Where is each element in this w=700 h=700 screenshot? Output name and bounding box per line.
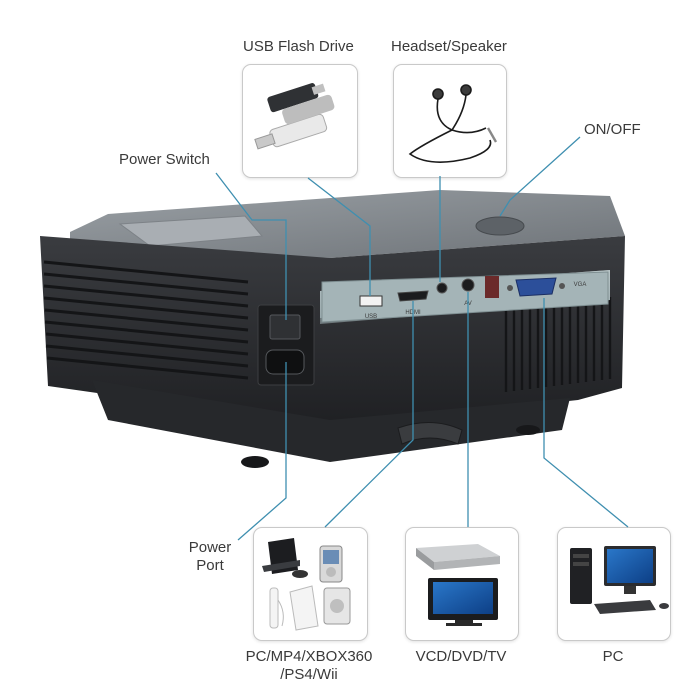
right-vents — [504, 297, 612, 392]
hdmi-port — [397, 290, 429, 302]
label-headset-speaker: Headset/Speaker — [391, 38, 507, 55]
dvd-tv-icon — [416, 544, 500, 626]
on-off-button — [475, 216, 525, 236]
label-pc: PC — [602, 648, 624, 665]
label-on-off: ON/OFF — [584, 121, 641, 138]
connector-lines — [215, 136, 629, 541]
power-port-socket — [265, 349, 305, 375]
label-vcd-dvd-tv: VCD/DVD/TV — [415, 648, 507, 665]
left-vents — [43, 260, 249, 380]
headset-icon — [408, 84, 498, 163]
label-usb-flash-drive: USB Flash Drive — [243, 38, 354, 55]
audio-jack — [436, 282, 448, 294]
label-power-port-line2: Port — [196, 557, 224, 574]
power-switch-rocker — [269, 314, 301, 340]
projector — [40, 190, 625, 468]
usb-port — [359, 295, 383, 307]
line-power-switch — [215, 172, 287, 320]
front-foot-right — [516, 425, 540, 435]
line-usb — [307, 177, 371, 296]
vga-port — [515, 277, 557, 297]
line-pc — [543, 298, 629, 528]
ir-sensor — [485, 276, 499, 298]
line-on-off — [499, 136, 581, 217]
label-consoles: PC/MP4/XBOX360 /PS4/Wii — [228, 648, 390, 684]
tilt-adjuster — [397, 421, 463, 445]
label-power-port-line1: Power — [188, 539, 232, 556]
lens-cover — [118, 215, 264, 247]
front-foot-left — [241, 456, 269, 468]
label-power-switch: Power Switch — [119, 151, 210, 168]
pc-icon — [570, 546, 669, 614]
label-power-port: Power Port — [180, 539, 240, 575]
consoles-icon — [262, 538, 351, 631]
av-jack — [461, 278, 475, 292]
line-power-port — [237, 362, 287, 541]
label-consoles-line1: PC/MP4/XBOX360 — [245, 648, 373, 665]
port-label-vga: VGA — [574, 282, 587, 288]
line-consoles — [324, 301, 414, 528]
port-label-usb: USB — [365, 314, 377, 320]
usb-flash-drive-icon — [254, 83, 335, 150]
headset-box — [393, 64, 507, 178]
label-consoles-line2: /PS4/Wii — [280, 666, 338, 683]
